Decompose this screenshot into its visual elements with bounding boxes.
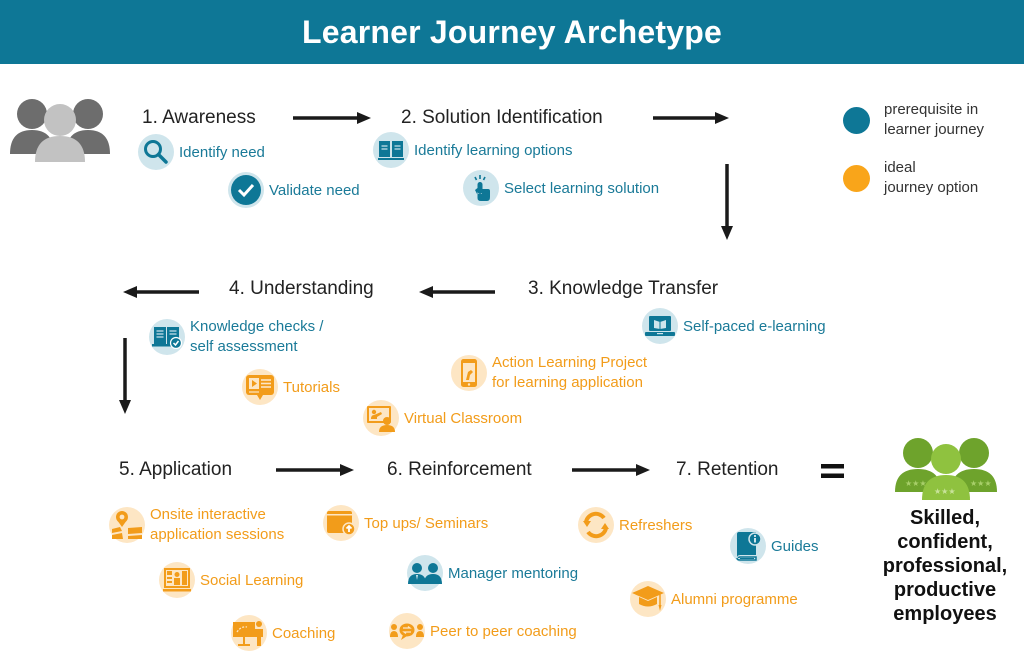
stage-reinforcement: 6. Reinforcement <box>387 459 532 480</box>
peer-chat-icon <box>389 613 425 649</box>
item-alumni-programme: Alumni programme <box>630 581 798 617</box>
skilled-employees-icon: ★★★ ★★★ ★★★ <box>893 436 999 505</box>
legend-prerequisite: prerequisite in learner journey <box>843 100 984 140</box>
map-pin-icon <box>109 507 145 543</box>
arrow-right-icon <box>653 111 729 129</box>
laptop-book-icon <box>642 308 678 344</box>
arrow-down-icon <box>119 338 131 419</box>
refresh-icon <box>578 507 614 543</box>
svg-text:★★★: ★★★ <box>970 479 992 488</box>
presentation-coach-icon <box>231 615 267 651</box>
title-banner: Learner Journey Archetype <box>0 0 1024 64</box>
item-identify-need: Identify need <box>138 134 265 170</box>
item-validate-need: Validate need <box>228 172 360 208</box>
item-select-learning-solution: Select learning solution <box>463 170 659 206</box>
svg-text:★★★: ★★★ <box>934 487 956 496</box>
arrow-right-icon <box>276 463 354 481</box>
arrow-left-icon <box>123 285 199 303</box>
stage-application: 5. Application <box>119 459 233 480</box>
tap-hand-icon <box>463 170 499 206</box>
item-coaching: Coaching <box>231 615 335 651</box>
arrow-down-icon <box>721 164 733 245</box>
item-guides: Guides <box>730 528 819 564</box>
item-peer-to-peer-coaching: Peer to peer coaching <box>389 613 577 649</box>
item-top-ups-seminars: Top ups/ Seminars <box>323 505 488 541</box>
item-knowledge-checks: Knowledge checks / self assessment <box>149 317 323 357</box>
stage-awareness: 1. Awareness <box>142 107 256 128</box>
item-social-learning: Social Learning <box>159 562 303 598</box>
arrow-right-icon <box>293 111 371 129</box>
social-board-icon <box>159 562 195 598</box>
graduation-cap-icon <box>630 581 666 617</box>
svg-text:★★★: ★★★ <box>905 479 927 488</box>
stage-retention: 7. Retention <box>676 459 779 480</box>
learners-group-icon <box>8 96 112 167</box>
video-tutorial-icon <box>242 369 278 405</box>
smartphone-icon <box>451 355 487 391</box>
guide-book-icon <box>730 528 766 564</box>
virtual-classroom-icon <box>363 400 399 436</box>
book-check-icon <box>149 319 185 355</box>
legend-swatch-teal <box>843 106 870 134</box>
stage-knowledge-transfer: 3. Knowledge Transfer <box>528 278 719 299</box>
equals-sign-icon <box>821 464 844 484</box>
two-people-icon <box>407 555 443 591</box>
search-icon <box>138 134 174 170</box>
outcome-label: Skilled, confident, professional, produc… <box>882 507 1008 625</box>
item-manager-mentoring: Manager mentoring <box>407 555 578 591</box>
arrow-right-icon <box>572 463 650 481</box>
legend-ideal-option: ideal journey option <box>843 158 978 198</box>
legend-swatch-orange <box>843 164 870 192</box>
stage-understanding: 4. Understanding <box>229 278 374 299</box>
item-onsite-interactive-sessions: Onsite interactive application sessions <box>109 505 284 545</box>
book-icon <box>373 132 409 168</box>
item-action-learning-project: Action Learning Project for learning app… <box>451 353 647 393</box>
stage-solution-identification: 2. Solution Identification <box>401 107 603 128</box>
item-tutorials: Tutorials <box>242 369 340 405</box>
item-self-paced-elearning: Self-paced e-learning <box>642 308 826 344</box>
page-title: Learner Journey Archetype <box>302 13 722 50</box>
arrow-left-icon <box>419 285 495 303</box>
item-refreshers: Refreshers <box>578 507 692 543</box>
item-identify-learning-options: Identify learning options <box>373 132 572 168</box>
folder-upload-icon <box>323 505 359 541</box>
item-virtual-classroom: Virtual Classroom <box>363 400 522 436</box>
checkmark-icon <box>228 172 264 208</box>
